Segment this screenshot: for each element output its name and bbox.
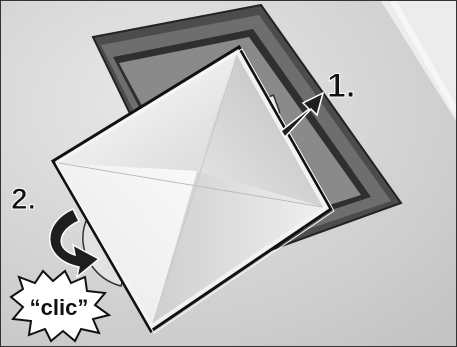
clic-sound-text: “clic” bbox=[30, 295, 89, 320]
step-1-label: 1. bbox=[327, 67, 355, 105]
step-2-label: 2. bbox=[11, 183, 36, 216]
